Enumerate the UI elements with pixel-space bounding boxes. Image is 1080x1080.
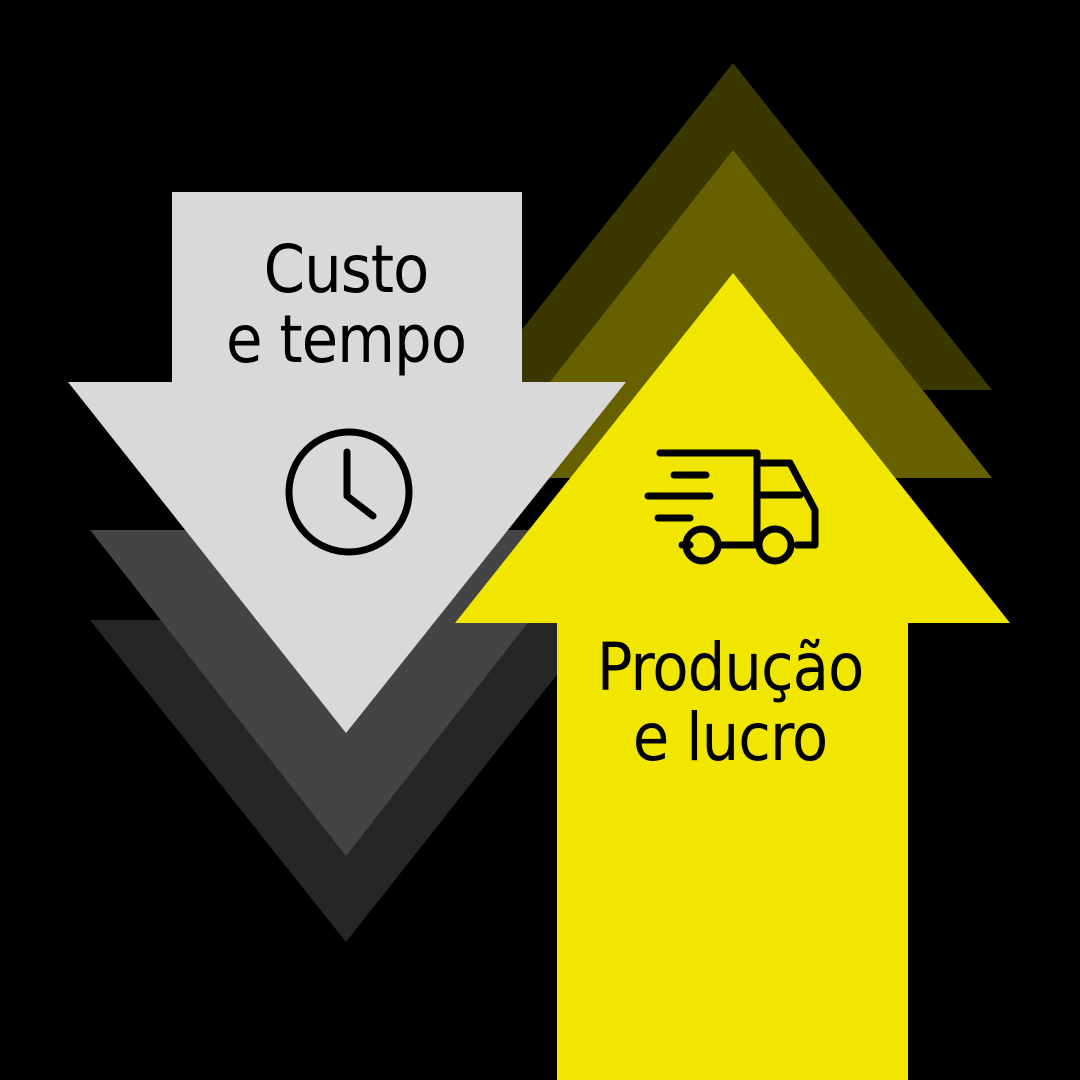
down-arrow-label-line1: Custo: [264, 231, 429, 308]
up-arrow-label-line1: Produção: [597, 629, 864, 706]
up-arrow-label-line2: e lucro: [633, 699, 827, 776]
up-arrow: [455, 273, 1010, 1080]
clock-icon: [285, 428, 413, 556]
delivery-truck-icon: [644, 449, 819, 565]
down-arrow-label-line2: e tempo: [226, 301, 466, 378]
